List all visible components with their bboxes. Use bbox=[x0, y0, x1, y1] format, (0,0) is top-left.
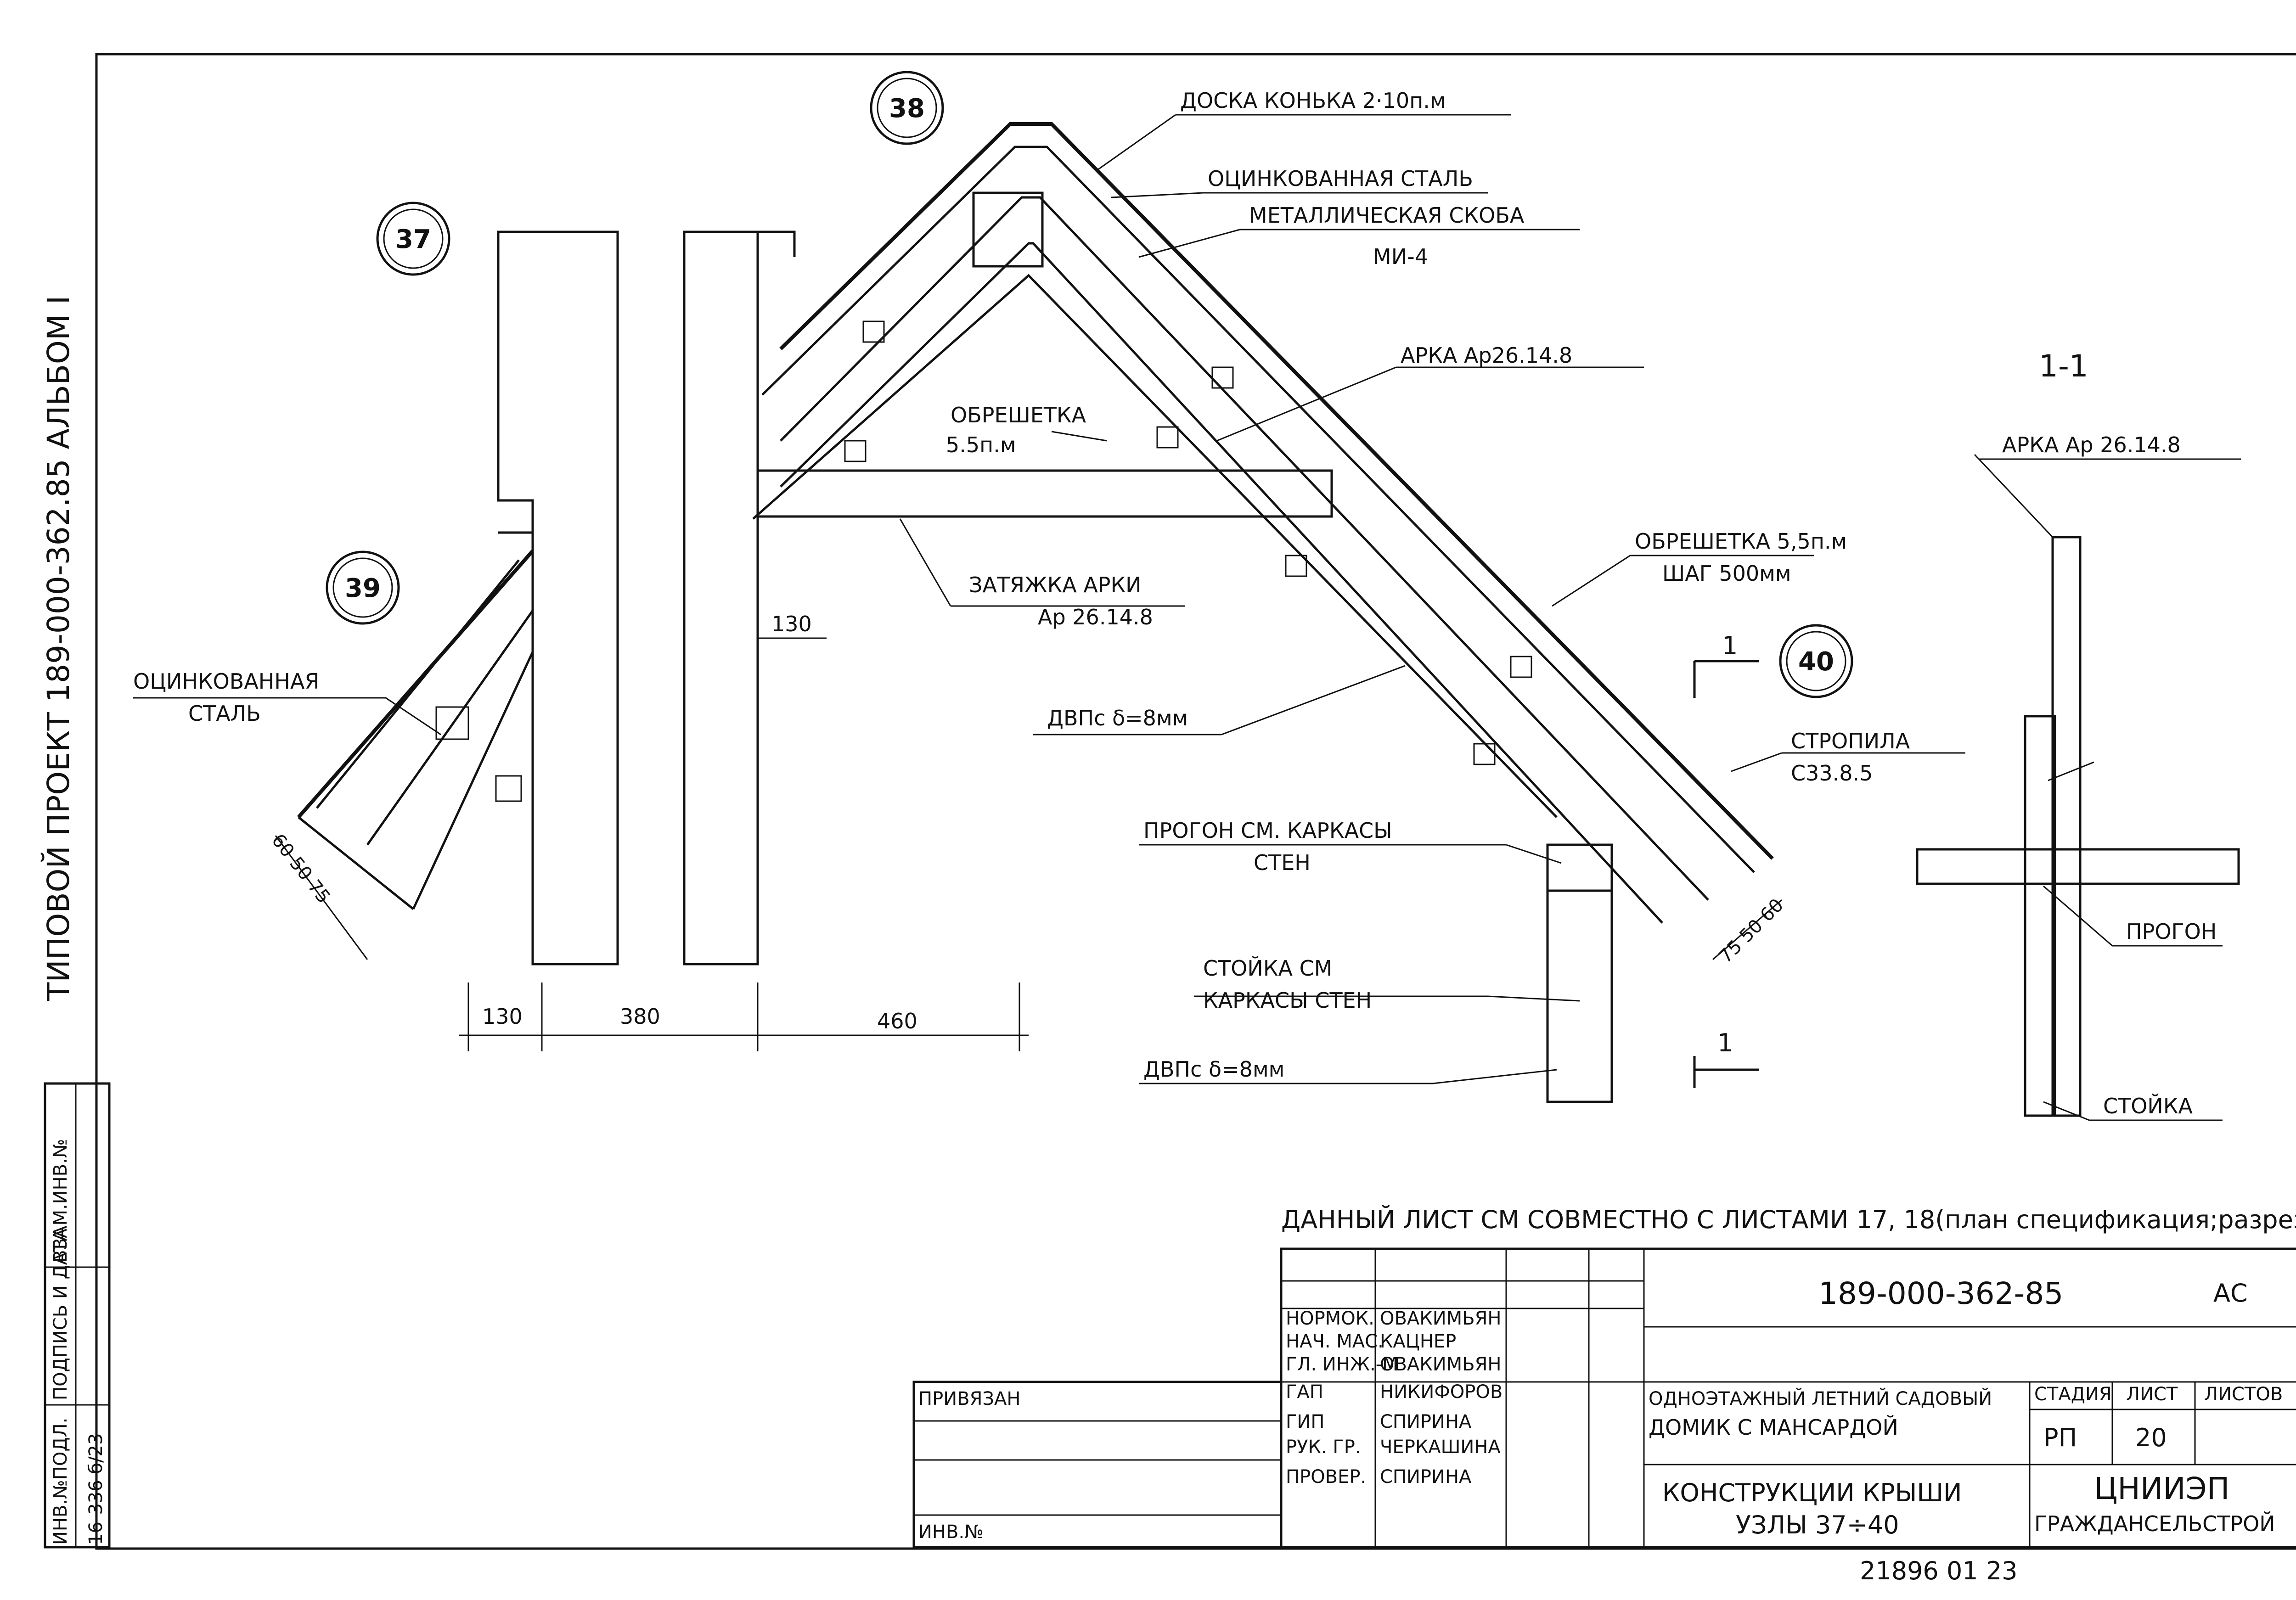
role-2: ГЛ. ИНЖ.-М bbox=[1286, 1354, 1398, 1375]
label-galv-steel-left-1: ОЦИНКОВАННАЯ bbox=[133, 669, 319, 694]
label-purlin-1: ПРОГОН СМ. КАРКАСЫ bbox=[1143, 818, 1392, 843]
sheet-note: ДАННЫЙ ЛИСТ СМ СОВМЕСТНО С ЛИСТАМИ 17, 1… bbox=[1281, 1205, 2296, 1234]
title-block bbox=[912, 1247, 2296, 1549]
label-section-title: 1-1 bbox=[2039, 348, 2088, 384]
node-39-slope bbox=[297, 550, 535, 910]
section-purlin bbox=[1916, 848, 2240, 885]
name-3: НИКИФОРОВ bbox=[1380, 1381, 1503, 1403]
role-3: ГАП bbox=[1286, 1381, 1323, 1403]
title-inv: ИНВ.№ bbox=[918, 1521, 984, 1543]
label-lathing-right-2: ШАГ 500мм bbox=[1662, 561, 1791, 586]
title-org-2: ГРАЖДАНСЕЛЬСТРОЙ bbox=[2034, 1511, 2275, 1536]
svg-text:39: 39 bbox=[345, 573, 381, 603]
label-rafter-1: СТРОПИЛА bbox=[1791, 729, 1910, 753]
label-galv-steel-top: ОЦИНКОВАННАЯ СТАЛЬ bbox=[1208, 166, 1473, 191]
section-post bbox=[2024, 715, 2056, 1117]
dimensions bbox=[275, 637, 1782, 1051]
cut-markers: 1 1 bbox=[1693, 631, 1759, 1088]
title-stage-label: СТАДИЯ bbox=[2034, 1384, 2112, 1405]
node-circle-38: 38 bbox=[870, 71, 944, 145]
role-5: РУК. ГР. bbox=[1286, 1437, 1361, 1458]
role-4: ГИП bbox=[1286, 1411, 1324, 1432]
role-0: НОРМОК. bbox=[1286, 1308, 1374, 1329]
role-6: ПРОВЕР. bbox=[1286, 1466, 1366, 1488]
cut-mark-top: 1 bbox=[1722, 631, 1738, 660]
label-arch: АРКА Ар26.14.8 bbox=[1401, 343, 1572, 368]
name-5: ЧЕРКАШИНА bbox=[1380, 1437, 1501, 1458]
stamp-vzam-inv: ВЗАМ.ИНВ.№ bbox=[50, 1139, 71, 1263]
label-lathing-left-2: 5.5п.м bbox=[946, 432, 1016, 457]
label-post-2: КАРКАСЫ СТЕН bbox=[1203, 988, 1372, 1013]
node-circle-40: 40 bbox=[1779, 624, 1853, 698]
title-object-2: ДОМИК С МАНСАРДОЙ bbox=[1649, 1415, 1898, 1440]
label-dvp-top: ДВПс δ=8мм bbox=[1047, 706, 1188, 730]
title-sheets-label: ЛИСТОВ bbox=[2204, 1384, 2283, 1405]
label-lathing-left-1: ОБРЕШЕТКА bbox=[951, 403, 1086, 427]
dim-130: 130 bbox=[482, 1004, 523, 1029]
label-tie-2: Ар 26.14.8 bbox=[1038, 605, 1153, 629]
title-sheet: 20 bbox=[2135, 1423, 2167, 1452]
title-sheet-name-1: КОНСТРУКЦИИ КРЫШИ bbox=[1662, 1478, 1962, 1507]
wall-post bbox=[1546, 843, 1613, 1103]
stamp-inv-podl-value: 16-336 б/23 bbox=[85, 1433, 107, 1545]
name-2: ОВАКИМЬЯН bbox=[1380, 1354, 1501, 1375]
title-roles: НОРМОК. НАЧ. МАС. ГЛ. ИНЖ.-М ГАП ГИП РУК… bbox=[1286, 1308, 1398, 1488]
dim-left-stack: 60 50 75 bbox=[267, 830, 334, 908]
roof-section bbox=[752, 122, 1774, 1103]
leaders bbox=[133, 114, 2241, 1121]
svg-text:40: 40 bbox=[1798, 647, 1834, 677]
label-bracket-code: МИ-4 bbox=[1373, 244, 1428, 269]
dim-380: 380 bbox=[620, 1004, 660, 1029]
svg-text:37: 37 bbox=[395, 225, 431, 254]
cut-mark-bottom: 1 bbox=[1717, 1028, 1733, 1057]
label-lathing-right-1: ОБРЕШЕТКА 5,5п.м bbox=[1635, 529, 1847, 554]
title-sheet-name-2: УЗЛЫ 37÷40 bbox=[1736, 1510, 1899, 1539]
dim-right-stack: 75 50 60 bbox=[1715, 895, 1788, 967]
label-section-arch: АРКА Ар 26.14.8 bbox=[2002, 432, 2181, 457]
label-purlin-2: СТЕН bbox=[1254, 850, 1311, 875]
node-circle-39: 39 bbox=[326, 550, 400, 625]
node-37-wall bbox=[497, 230, 796, 966]
label-galv-steel-left-2: СТАЛЬ bbox=[188, 701, 261, 726]
title-sheet-label: ЛИСТ bbox=[2126, 1384, 2178, 1405]
footer-code: 21896 01 23 bbox=[1860, 1556, 2018, 1585]
arch-tie-beam bbox=[756, 469, 1333, 518]
svg-text:38: 38 bbox=[889, 94, 925, 124]
stamp-inv-podl: ИНВ.№ПОДЛ. bbox=[50, 1418, 71, 1545]
section-1-1 bbox=[1916, 454, 2240, 1117]
title-org-1: ЦНИИЭП bbox=[2094, 1471, 2229, 1506]
label-metal-bracket: МЕТАЛЛИЧЕСКАЯ СКОБА bbox=[1249, 203, 1525, 228]
title-object-1: ОДНОЭТАЖНЫЙ ЛЕТНИЙ САДОВЫЙ bbox=[1649, 1387, 1992, 1409]
name-1: КАЦНЕР bbox=[1380, 1331, 1456, 1352]
title-names: ОВАКИМЬЯН КАЦНЕР ОВАКИМЬЯН НИКИФОРОВ СПИ… bbox=[1380, 1308, 1503, 1488]
name-4: СПИРИНА bbox=[1380, 1411, 1472, 1432]
drawing-frame bbox=[95, 53, 2296, 1550]
ridge-block bbox=[972, 191, 1044, 268]
title-stage: РП bbox=[2043, 1423, 2077, 1452]
name-6: СПИРИНА bbox=[1380, 1466, 1472, 1488]
label-post-1: СТОЙКА СМ bbox=[1203, 956, 1332, 981]
label-dvp-bottom: ДВПс δ=8мм bbox=[1143, 1057, 1284, 1082]
title-doc-code: 189-000-362-85 bbox=[1818, 1276, 2063, 1311]
project-side-label: ТИПОВОЙ ПРОЕКТ 189-000-362.85 АЛЬБОМ I bbox=[40, 296, 76, 1001]
title-privyazan: ПРИВЯЗАН bbox=[918, 1388, 1020, 1409]
role-1: НАЧ. МАС. bbox=[1286, 1331, 1384, 1352]
node-circle-37: 37 bbox=[376, 202, 450, 276]
wall-purlin bbox=[1546, 843, 1613, 892]
left-stamp: ИНВ.№ПОДЛ. 16-336 б/23 ПОДПИСЬ И ДАТА ВЗ… bbox=[44, 1082, 111, 1549]
section-arch bbox=[2051, 536, 2082, 1117]
label-rafter-2: С33.8.5 bbox=[1791, 761, 1873, 786]
label-section-purlin: ПРОГОН bbox=[2126, 919, 2217, 944]
stamp-signature-date: ПОДПИСЬ И ДАТА bbox=[50, 1228, 71, 1400]
title-doc-mark: АС bbox=[2213, 1279, 2248, 1308]
label-ridge-board: ДОСКА КОНЬКА 2·10п.м bbox=[1180, 88, 1446, 113]
label-section-post: СТОЙКА bbox=[2103, 1094, 2193, 1118]
label-tie-1: ЗАТЯЖКА АРКИ bbox=[969, 573, 1142, 597]
dim-460: 460 bbox=[877, 1009, 917, 1033]
name-0: ОВАКИМЬЯН bbox=[1380, 1308, 1501, 1329]
dim-130-top: 130 bbox=[771, 612, 812, 636]
